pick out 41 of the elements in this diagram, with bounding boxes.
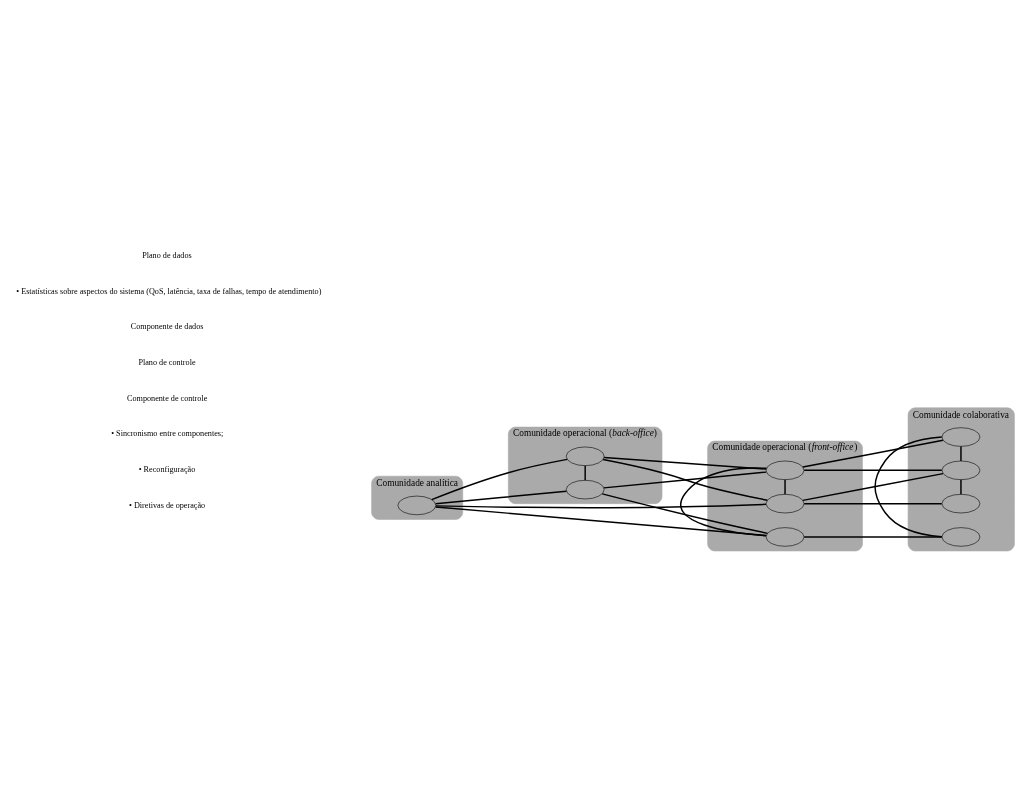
label: Componente de controle: [126, 393, 207, 403]
label: • Sincronismo entre componentes;: [110, 429, 223, 439]
connector: [801, 439, 944, 468]
cluster: Comunidade operacional (front-office): [706, 440, 863, 552]
connector: [430, 458, 568, 501]
node-ellipse: [765, 460, 804, 480]
connector: [601, 493, 768, 535]
connector: [802, 469, 942, 472]
cluster: Comunidade operacional (back-office): [507, 426, 662, 504]
cluster: Comunidade colaborativa: [907, 407, 1015, 552]
node-ellipse: [941, 427, 980, 447]
connector: [602, 456, 767, 470]
label: Componente de dados: [130, 322, 203, 332]
label: Plano de dados: [141, 251, 192, 261]
connector: [802, 536, 942, 538]
cluster: Comunidade analítica: [370, 475, 463, 520]
node-ellipse: [941, 460, 980, 480]
node-ellipse: [765, 494, 804, 514]
connector: [434, 503, 767, 509]
connector: [601, 458, 768, 501]
connector: [959, 445, 962, 462]
connector: [959, 478, 962, 495]
label: • Reconfiguração: [138, 464, 195, 474]
node-ellipse: [941, 494, 980, 514]
connector: [802, 502, 942, 505]
label: • Diretivas de operação: [128, 500, 205, 510]
node-ellipse: [565, 446, 604, 466]
connector: [801, 472, 944, 502]
connector: [873, 436, 943, 538]
node-ellipse: [397, 495, 436, 516]
connector: [583, 464, 586, 481]
connector: [602, 471, 767, 489]
label: • Estatísticas sobre aspectos do sistema (QoS, latência, taxa de falhas, tempo de atendimento): [15, 286, 321, 296]
connector: [434, 506, 767, 537]
node-ellipse: [565, 479, 604, 500]
connector: [434, 490, 567, 505]
label: Plano de controle: [137, 357, 196, 367]
connector: [679, 467, 767, 537]
connector: [783, 478, 786, 495]
node-ellipse: [941, 527, 980, 547]
node-ellipse: [765, 527, 804, 547]
